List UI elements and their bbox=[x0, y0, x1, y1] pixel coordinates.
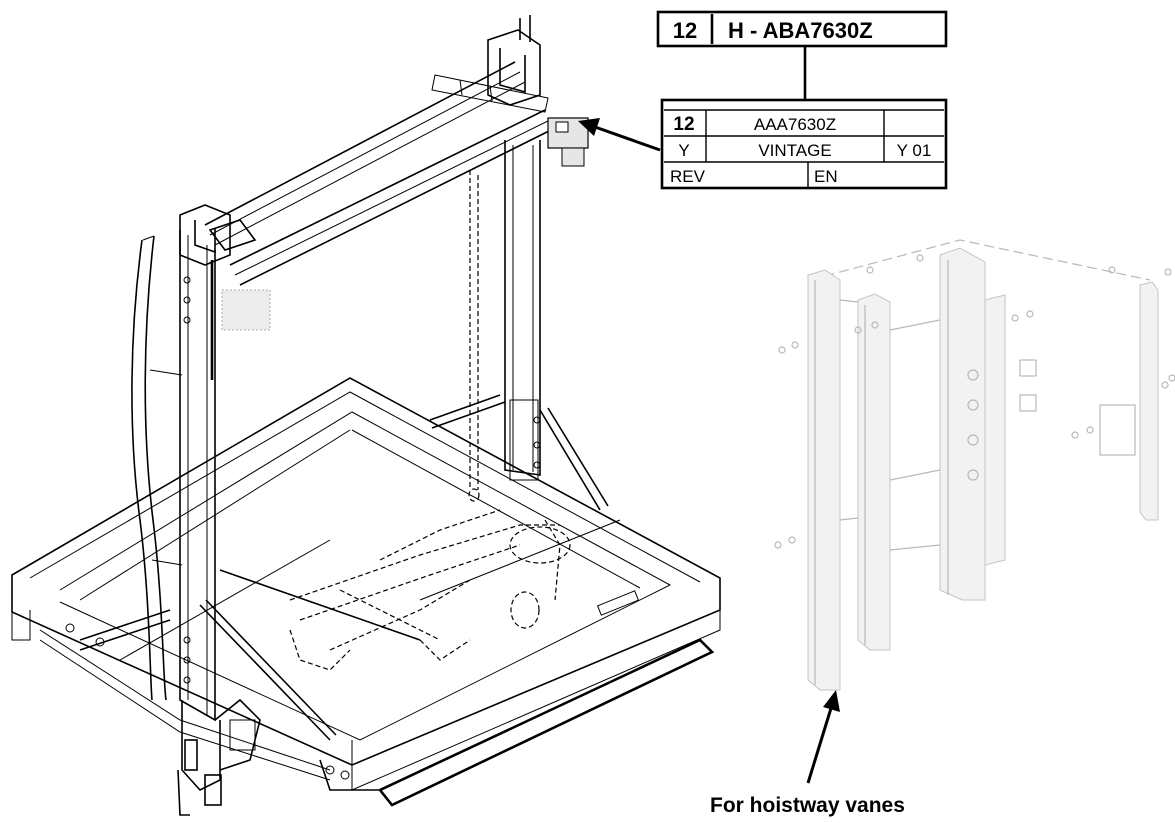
vanes-arrow bbox=[806, 690, 840, 784]
hoistway-vanes-drawing bbox=[774, 239, 1175, 691]
handrail bbox=[131, 235, 183, 701]
top-label-qty: 12 bbox=[673, 18, 697, 43]
pointer-arrow bbox=[578, 118, 661, 152]
hoistway-vanes-caption: For hoistway vanes bbox=[710, 794, 905, 817]
top-label-code: H - ABA7630Z bbox=[728, 18, 873, 43]
left-mast bbox=[177, 204, 261, 816]
table-part-number: AAA7630Z bbox=[754, 115, 836, 134]
cross-bracing bbox=[79, 394, 609, 741]
table-type: Y bbox=[678, 141, 689, 160]
top-part-label: 12 H - ABA7630Z bbox=[656, 10, 948, 48]
internal-mechanism bbox=[289, 170, 571, 671]
right-mast bbox=[487, 15, 541, 481]
table-qty: 12 bbox=[673, 114, 694, 135]
base-platform bbox=[11, 377, 721, 807]
main-assembly-drawing bbox=[11, 15, 721, 816]
top-crossbeams bbox=[204, 61, 556, 286]
table-lang: EN bbox=[814, 167, 838, 186]
tagged-part-block bbox=[221, 117, 589, 331]
part-info-table: 12 AAA7630Z Y VINTAGE Y 01 REV EN bbox=[660, 98, 948, 190]
table-name: VINTAGE bbox=[758, 141, 831, 160]
table-version: Y 01 bbox=[897, 141, 932, 160]
table-rev: REV bbox=[670, 167, 706, 186]
